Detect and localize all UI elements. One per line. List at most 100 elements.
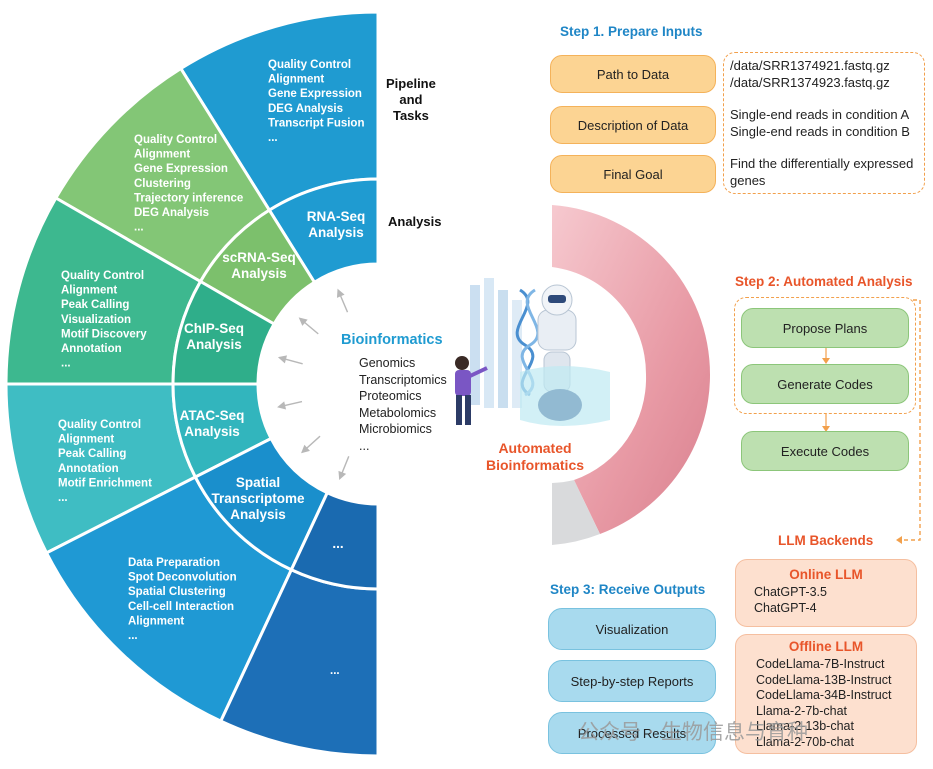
inner-sector-label-line: scRNA-Seq bbox=[222, 250, 296, 265]
pipeline-task: ... bbox=[134, 222, 144, 234]
pipeline-task: Gene Expression bbox=[134, 163, 228, 175]
center-arrows bbox=[277, 288, 350, 481]
holo-desk bbox=[520, 366, 610, 426]
inner-sector-label-extra: ... bbox=[332, 536, 343, 551]
pipeline-task: DEG Analysis bbox=[268, 103, 343, 115]
flow-connectors bbox=[822, 299, 921, 544]
pipeline-task: Gene Expression bbox=[268, 88, 362, 100]
path-values: /data/SRR1374921.fastq.gz/data/SRR137492… bbox=[730, 58, 890, 90]
online-llm-title: Online LLM bbox=[789, 567, 863, 582]
pipeline-task: ... bbox=[61, 358, 71, 370]
input-description-of-data: Description of Data bbox=[550, 106, 716, 144]
pipeline-task: Quality Control bbox=[134, 134, 217, 146]
watermark: 公众号 · 生物信息与育种 bbox=[578, 720, 809, 744]
pipeline-task: Peak Calling bbox=[61, 299, 129, 311]
pipeline-label-line: and bbox=[399, 92, 423, 107]
person bbox=[455, 356, 488, 425]
pipeline-task: Trajectory inference bbox=[134, 192, 243, 204]
step2-title: Step 2: Automated Analysis bbox=[735, 274, 913, 289]
pipeline-task: Transcript Fusion bbox=[268, 117, 365, 129]
center-arrowhead bbox=[277, 401, 287, 410]
step2-plan-frame bbox=[734, 297, 916, 414]
inner-sector-label-line: ChIP-Seq bbox=[184, 321, 244, 336]
center-domain-item: Metabolomics bbox=[359, 405, 437, 420]
center-domain-item: ... bbox=[359, 438, 370, 453]
center-arrowhead bbox=[338, 470, 347, 481]
llm-backends-title: LLM Backends bbox=[778, 533, 874, 548]
input-final-goal: Final Goal bbox=[550, 155, 716, 193]
automated-title-line: Bioinformatics bbox=[486, 457, 585, 473]
offline-model: CodeLlama-7B-Instruct bbox=[756, 657, 885, 671]
pipeline-task: Quality Control bbox=[58, 419, 141, 431]
center-domain-item: Transcriptomics bbox=[359, 372, 447, 387]
offline-model: Llama-2-70b-chat bbox=[756, 734, 854, 749]
connector-to-backends bbox=[900, 299, 921, 541]
center-arrowhead bbox=[336, 288, 345, 298]
pipeline-task: Spot Deconvolution bbox=[128, 572, 237, 584]
inner-sector-label-line: Spatial bbox=[236, 475, 280, 490]
arrowhead-to-backends bbox=[896, 536, 902, 544]
online-model: ChatGPT-3.5 bbox=[754, 585, 827, 599]
pipeline-task: Annotation bbox=[61, 343, 122, 355]
inner-sector-label-line: Transcriptome bbox=[211, 491, 305, 506]
inner-sector-label-line: Analysis bbox=[230, 507, 286, 522]
ring-pink-arc bbox=[552, 205, 711, 534]
pipeline-task: Annotation bbox=[58, 463, 119, 475]
automated-title-line: Automated bbox=[498, 440, 572, 456]
pipeline-task: Visualization bbox=[61, 314, 131, 326]
pipeline-label-line: Tasks bbox=[392, 108, 429, 123]
pipeline-task: Spatial Clustering bbox=[128, 586, 226, 598]
center-domain-item: Genomics bbox=[359, 356, 416, 370]
pipeline-task: Alignment bbox=[58, 434, 114, 446]
center-arrowhead bbox=[301, 444, 310, 454]
pipeline-task: Quality Control bbox=[268, 59, 351, 71]
pipeline-task: Alignment bbox=[61, 285, 117, 297]
step1-title: Step 1. Prepare Inputs bbox=[560, 24, 703, 39]
online-llm-card: Online LLM ChatGPT-3.5 ChatGPT-4 bbox=[735, 559, 917, 627]
pipeline-task: Alignment bbox=[128, 615, 184, 627]
inner-sector-label-line: ... bbox=[332, 536, 343, 551]
center-domain-item: Microbiomics bbox=[359, 422, 432, 436]
inner-sector-label-line: Analysis bbox=[184, 424, 240, 439]
pipeline-task: Motif Discovery bbox=[61, 328, 147, 340]
offline-model: CodeLlama-13B-Instruct bbox=[756, 672, 892, 687]
output-step-by-step-reports: Step-by-step Reports bbox=[548, 660, 716, 702]
pipeline-task: Cell-cell Interaction bbox=[128, 601, 234, 613]
pipeline-task: Motif Enrichment bbox=[58, 477, 152, 489]
inner-sector-label-line: RNA-Seq bbox=[307, 209, 366, 224]
inner-sector-label-line: Analysis bbox=[231, 266, 287, 281]
inner-sector-label-line: Analysis bbox=[186, 337, 242, 352]
action-execute-codes: Execute Codes bbox=[741, 431, 909, 471]
pipeline-task: ... bbox=[58, 492, 68, 504]
progress-ring bbox=[552, 205, 711, 545]
robot-illustration bbox=[455, 278, 610, 426]
pipeline-task: Alignment bbox=[268, 74, 324, 86]
analysis-ring-label: Analysis bbox=[388, 214, 442, 229]
pipeline-task: Peak Calling bbox=[58, 448, 126, 460]
output-processed-results: Processed Results bbox=[548, 712, 716, 754]
pipeline-task: ... bbox=[268, 132, 278, 144]
output-visualization: Visualization bbox=[548, 608, 716, 650]
center-title: Bioinformatics bbox=[341, 332, 443, 348]
input-path-to-data: Path to Data bbox=[550, 55, 716, 93]
offline-model: Llama-2-7b-chat bbox=[756, 703, 848, 718]
pipeline-task: Quality Control bbox=[61, 270, 144, 282]
outer-sector-items-extra: ... bbox=[330, 665, 340, 677]
pipeline-task: Data Preparation bbox=[128, 557, 220, 569]
